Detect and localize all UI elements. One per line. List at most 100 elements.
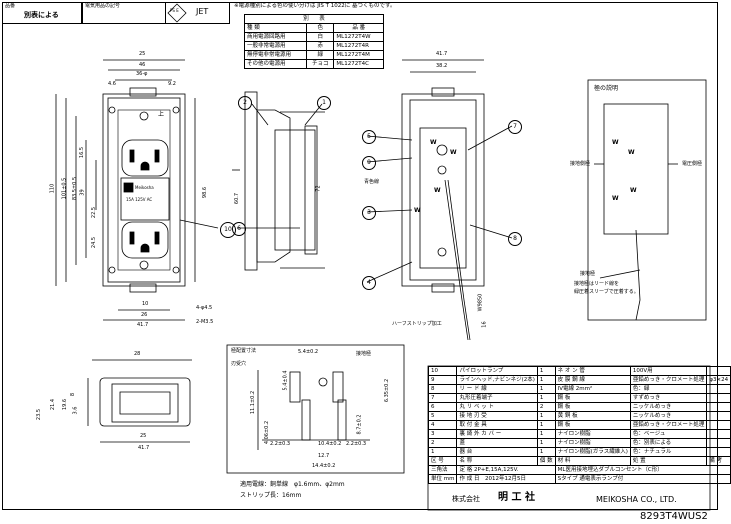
table-cell: 丸形圧着端子 <box>456 393 538 403</box>
product-sub: Sタイプ 通電表示ランプ付 <box>554 474 731 484</box>
w-mark: W <box>630 187 637 194</box>
front-plate-inner <box>107 97 181 283</box>
table-cell: 2 <box>536 402 556 412</box>
front-frame <box>117 109 171 271</box>
strip-label: ハーフストリップ加工 <box>392 321 442 327</box>
dim-417: 41.7 <box>137 322 149 328</box>
table-cell: 1 <box>536 411 556 421</box>
item-label: 品番 <box>5 3 16 9</box>
callout-1: 1 <box>317 96 331 110</box>
table-cell: 2 <box>427 438 458 448</box>
table-cell: 亜鉛めっき・クロメート処理 <box>629 375 708 385</box>
w-mark: W <box>414 207 421 214</box>
dim-986: 98.6 <box>202 186 209 199</box>
dim-39: 39 <box>79 189 86 196</box>
callout-2: 2 <box>238 96 252 110</box>
dim-25: 25 <box>139 51 146 57</box>
dim-54b: 5.4±0.4 <box>282 370 289 391</box>
lower-receptacle <box>121 221 169 259</box>
table-cell: リ ー ド 線 <box>456 384 538 394</box>
table-cell: 皮 膜 鋼 線 <box>554 375 631 385</box>
dim-46b: 4.6 <box>108 81 116 87</box>
table-cell <box>706 429 731 439</box>
w-mark: W <box>628 149 635 156</box>
table-cell: 1 <box>536 384 556 394</box>
dim-101: 101±0.5 <box>61 177 68 200</box>
table-cell: 鋼 板 <box>554 402 631 412</box>
callout-7: 7 <box>508 120 522 134</box>
front-plate-outline <box>102 93 186 287</box>
pole-explain-title: 極の説明 <box>594 85 619 92</box>
dim-245: 24.5 <box>91 236 98 249</box>
table-cell: 9 <box>427 375 458 385</box>
table-cell: 裏 綺 外 カ バ ー <box>456 429 538 439</box>
table-header-cell: 処 置 <box>629 456 708 466</box>
back-dim-382: 38.2 <box>436 63 448 69</box>
dim-36: 36-φ <box>136 71 148 77</box>
table-cell: 1 <box>536 438 556 448</box>
table-header-cell: 備 考 <box>706 456 731 466</box>
drawing-number: 8293T4WUS2 <box>640 511 708 522</box>
table-cell: ML1272T4C <box>333 59 384 69</box>
wire-label: W9850 <box>477 293 484 312</box>
callout-5: 5 <box>362 130 376 144</box>
rating-text: 15A 125V AC <box>126 197 153 202</box>
table-cell: 色：ベージュ <box>629 429 708 439</box>
callout-9: 9 <box>362 156 376 170</box>
hole-note-1: 4-φ4.5 <box>196 305 213 311</box>
table-cell: すずめっき <box>629 393 708 403</box>
table-cell <box>706 447 731 457</box>
color-table-title-right: 表 <box>319 16 325 22</box>
table-cell <box>706 420 731 430</box>
table-cell: ナイロン樹脂 <box>554 429 631 439</box>
table-cell: 5 <box>427 411 458 421</box>
w-mark: W <box>430 139 437 146</box>
dim-225: 22.5 <box>91 206 98 219</box>
callout-8: 8 <box>508 232 522 246</box>
table-cell: 1 <box>427 447 458 457</box>
table-cell: 100V用 <box>629 366 708 376</box>
bottom-dim-235: 23.5 <box>36 408 43 421</box>
table-cell: 8 <box>427 384 458 394</box>
dim-22b: 2.2±0.3 <box>346 441 367 447</box>
table-header-cell: 名 称 <box>456 456 538 466</box>
dim-26: 26 <box>141 312 148 318</box>
table-cell: 鋼 板 <box>554 420 631 430</box>
side-dim-72: 72 <box>315 185 322 192</box>
blue-line-label: 青色線 <box>364 179 380 185</box>
table-row: 三角法定 格 2P+E,15A,125V.ML医用接地埋込ダブルコンセント（C形… <box>427 465 731 475</box>
strip-length-note: ストリップ長：16mm <box>240 492 302 499</box>
hole-note-2: 2-M3.5 <box>196 319 214 325</box>
ground-pole-text: 接地極 <box>580 271 596 277</box>
bottom-dim-417: 41.7 <box>138 445 150 451</box>
table-cell: 1 <box>536 420 556 430</box>
bottom-dim-36: 3.6 <box>72 406 79 415</box>
product-name: ML医用接地埋込ダブルコンセント（C形） <box>554 465 731 475</box>
bottom-dim-196: 19.6 <box>62 398 69 411</box>
table-cell: 器 台 <box>456 447 538 457</box>
w-mark: W <box>612 195 619 202</box>
table-cell: 黄 銅 板 <box>554 411 631 421</box>
logo-text: Meikosha <box>135 185 154 190</box>
bottom-dim-28: 28 <box>134 351 141 357</box>
dim-835: 83.5±0.5 <box>72 176 79 201</box>
item-number-cell <box>2 2 82 24</box>
table-cell: ニッケルめっき <box>629 411 708 421</box>
callout-10: 10 <box>220 222 236 238</box>
dim-635: 6.35±0.2 <box>384 378 391 403</box>
elec-mark-cell <box>82 2 166 24</box>
drawing-frame <box>2 2 718 510</box>
w-mark: W <box>450 149 457 156</box>
strip-dim: 16 <box>481 321 488 328</box>
table-cell <box>706 438 731 448</box>
table-cell: 取 付 金 具 <box>456 420 538 430</box>
table-cell: ネ オ ン 管 <box>554 366 631 376</box>
bottom-dim-8: 8 <box>70 392 77 397</box>
